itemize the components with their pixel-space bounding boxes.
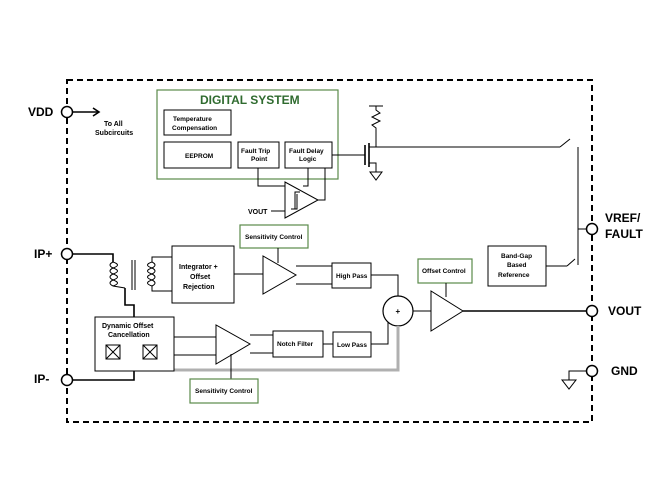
arrow-icon (92, 107, 101, 117)
to-all-line2: Subcircuits (95, 130, 133, 137)
pin-label-gnd: GND (611, 364, 638, 378)
resistor-icon (370, 106, 382, 132)
band-gap-line2: Based (507, 262, 527, 269)
vout-comparator-label: VOUT (248, 209, 268, 216)
ground-icon (560, 379, 578, 390)
temp-comp-line1: Temperature (173, 116, 212, 123)
fault-comparator (284, 181, 320, 219)
band-gap-line1: Band-Gap (501, 253, 532, 260)
fault-delay-logic-box (284, 141, 333, 169)
pin-gnd[interactable] (585, 364, 599, 378)
secondary-coil (147, 261, 156, 287)
sensitivity-control-bottom: Sensitivity Control (195, 388, 253, 395)
notch-filter-box (272, 330, 324, 358)
integrator-line1: Integrator + (179, 264, 218, 271)
pin-vref-fault[interactable] (585, 222, 599, 236)
temperature-compensation-box (163, 109, 232, 136)
pin-label-vout: VOUT (608, 304, 642, 318)
pin-label-ip-plus: IP+ (34, 247, 52, 261)
pin-ip-minus[interactable] (60, 373, 74, 387)
offset-control-box (417, 258, 473, 284)
dynamic-offset-line2: Cancellation (108, 332, 150, 339)
fault-trip-line1: Fault Trip (241, 148, 270, 155)
primary-coil (109, 261, 118, 287)
integrator-line2: Offset (190, 274, 211, 281)
pin-label-vref: VREF/ (605, 211, 641, 225)
fault-delay-line2: Logic (299, 156, 317, 163)
temp-comp-line2: Compensation (172, 125, 217, 132)
pin-ip-plus[interactable] (60, 247, 74, 261)
summer-plus-symbol: + (396, 307, 401, 316)
fault-delay-line1: Fault Delay (289, 148, 324, 155)
bottom-amplifier (215, 324, 252, 365)
sensitivity-control-bottom-box (189, 378, 259, 404)
top-amplifier (262, 255, 298, 295)
pin-vout[interactable] (585, 304, 599, 318)
low-pass-label: Low Pass (337, 342, 367, 349)
pin-label-ip-minus: IP- (34, 372, 49, 386)
offset-control-label: Offset Control (422, 268, 466, 275)
pin-label-fault: FAULT (605, 227, 643, 241)
test-path-line (134, 326, 400, 372)
sensitivity-control-top: Sensitivity Control (245, 234, 303, 241)
eeprom-label: EEPROM (185, 153, 213, 160)
digital-system-title: DIGITAL SYSTEM (200, 93, 300, 107)
output-amplifier (430, 290, 464, 332)
integrator-line3: Rejection (183, 284, 215, 291)
band-gap-line3: Reference (498, 272, 530, 279)
fault-trip-line2: Point (251, 156, 268, 163)
dynamic-offset-line1: Dynamic Offset (102, 323, 154, 330)
to-all-line1: To All (104, 121, 123, 128)
band-gap-reference-box (487, 245, 547, 287)
integrator-box (171, 245, 235, 304)
ground-icon-transistor (369, 171, 383, 181)
dynamic-offset-cancellation-box (94, 316, 175, 372)
pin-vdd[interactable] (60, 105, 74, 119)
pin-label-vdd: VDD (28, 105, 54, 119)
eeprom-box (163, 141, 232, 169)
high-pass-box (331, 262, 372, 289)
notch-filter-label: Notch Filter (277, 341, 314, 348)
high-pass-label: High Pass (336, 273, 368, 280)
fault-trip-point-box (237, 141, 280, 169)
sensitivity-control-top-box (239, 224, 309, 249)
